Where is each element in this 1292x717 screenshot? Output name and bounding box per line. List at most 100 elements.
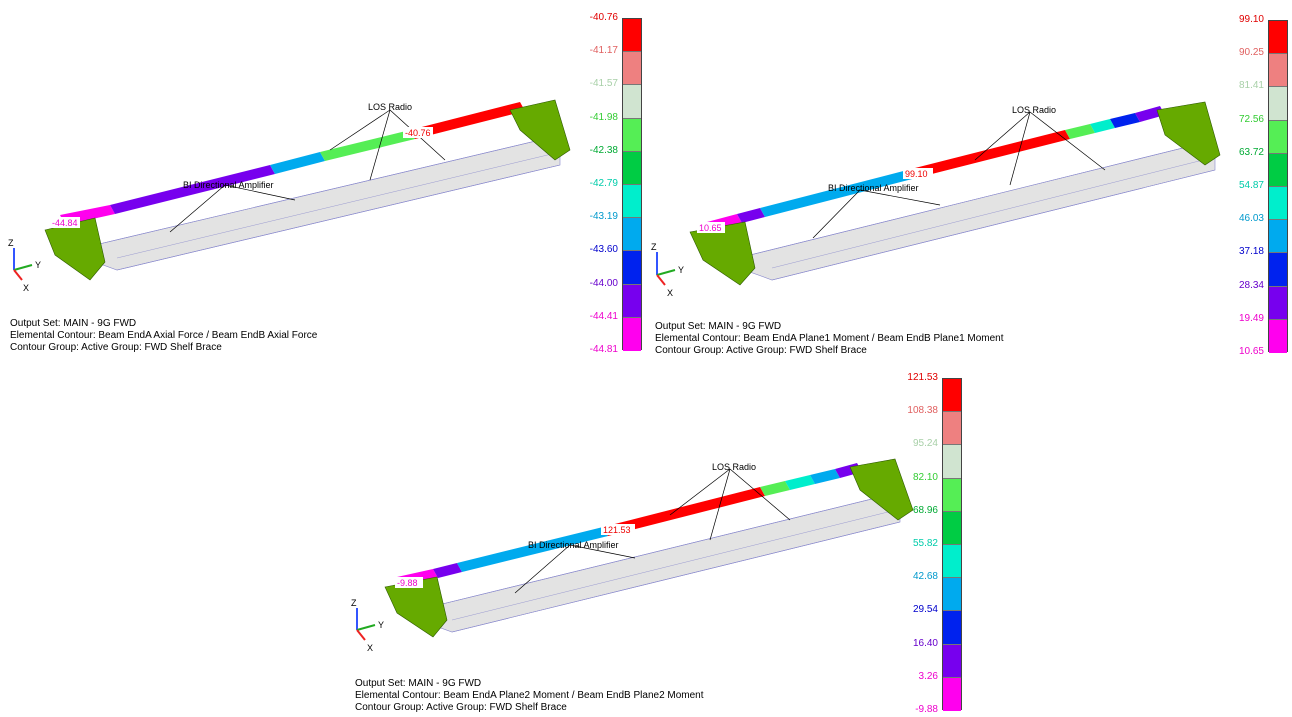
caption-group: Contour Group: Active Group: FWD Shelf B… bbox=[10, 342, 222, 353]
panel-plane1-moment: LOS Radio BI Directional Amplifier 99.10… bbox=[645, 0, 1292, 360]
legend-value-label: -40.76 bbox=[589, 12, 618, 23]
contour-segment bbox=[915, 130, 1070, 177]
contour-segment bbox=[603, 487, 765, 536]
legend-value-label: -41.17 bbox=[589, 45, 618, 57]
end-frame-left bbox=[44, 217, 106, 281]
legend-color-cell bbox=[623, 284, 641, 318]
legend-value-label: 82.10 bbox=[912, 471, 938, 483]
legend-value-label: -44.41 bbox=[589, 310, 618, 322]
max-value-tag: -40.76 bbox=[405, 128, 431, 138]
legend-color-cell bbox=[623, 151, 641, 185]
legend-value-label: 37.18 bbox=[1238, 246, 1264, 258]
legend-color-cell bbox=[943, 544, 961, 579]
legend-color-cell bbox=[943, 644, 961, 678]
contour-segment bbox=[1065, 124, 1095, 139]
caption-contour: Elemental Contour: Beam EndA Plane2 Mome… bbox=[355, 690, 704, 701]
contour-segment bbox=[760, 481, 790, 496]
contour-segment bbox=[1090, 119, 1115, 133]
legend-value-label: 81.41 bbox=[1238, 80, 1264, 92]
contour-segment bbox=[457, 527, 608, 572]
contour-segment bbox=[785, 475, 815, 490]
legend-color-cell bbox=[623, 218, 641, 252]
svg-text:Y: Y bbox=[35, 260, 41, 270]
axis-triad: Z Y X bbox=[8, 238, 41, 293]
min-value-tag: -44.84 bbox=[52, 218, 78, 228]
legend-value-label: 42.68 bbox=[912, 571, 938, 583]
contour-segment bbox=[760, 168, 920, 217]
legend-color-cell bbox=[1269, 54, 1287, 88]
caption-output-set: Output Set: MAIN - 9G FWD bbox=[355, 678, 482, 689]
contour-legend-bar bbox=[1268, 20, 1288, 353]
legend-value-label: -44.81 bbox=[589, 344, 618, 355]
legend-color-cell bbox=[623, 52, 641, 86]
panel-plane2-moment: LOS Radio BI Directional Amplifier 121.5… bbox=[345, 365, 995, 717]
caption-group: Contour Group: Active Group: FWD Shelf B… bbox=[655, 345, 867, 356]
legend-value-label: -41.98 bbox=[589, 111, 618, 123]
legend-value-label: 10.65 bbox=[1238, 346, 1264, 357]
legend-value-label: 90.25 bbox=[1238, 47, 1264, 59]
output-caption: Output Set: MAIN - 9G FWD Elemental Cont… bbox=[655, 321, 1004, 357]
legend-value-label: 72.56 bbox=[1238, 113, 1264, 125]
svg-text:Z: Z bbox=[651, 242, 657, 252]
legend-color-cell bbox=[1269, 87, 1287, 121]
max-value-tag: 99.10 bbox=[905, 169, 928, 179]
label-bda: BI Directional Amplifier bbox=[528, 540, 619, 550]
contour-segment bbox=[1110, 113, 1140, 128]
legend-value-label: 55.82 bbox=[912, 538, 938, 549]
legend-value-label: 29.54 bbox=[912, 604, 938, 616]
legend-value-label: 3.26 bbox=[918, 670, 938, 682]
svg-text:X: X bbox=[23, 283, 29, 293]
fe-model-view: LOS Radio BI Directional Amplifier 121.5… bbox=[351, 458, 914, 653]
contour-segment bbox=[270, 152, 325, 174]
legend-value-label: -43.60 bbox=[589, 244, 618, 256]
caption-contour: Elemental Contour: Beam EndA Plane1 Mome… bbox=[655, 333, 1004, 344]
contour-legend-bar bbox=[942, 378, 962, 711]
label-bda: BI Directional Amplifier bbox=[183, 180, 274, 190]
legend-value-label: -42.79 bbox=[589, 178, 618, 189]
legend-value-label: 99.10 bbox=[1238, 14, 1264, 25]
fe-model-view: LOS Radio BI Directional Amplifier 99.10… bbox=[651, 101, 1221, 298]
axis-triad: Z Y X bbox=[351, 598, 384, 653]
min-value-tag: -9.88 bbox=[397, 578, 418, 588]
legend-color-cell bbox=[1269, 253, 1287, 287]
contour-segment bbox=[810, 469, 840, 484]
svg-text:Y: Y bbox=[378, 620, 384, 630]
caption-output-set: Output Set: MAIN - 9G FWD bbox=[655, 321, 782, 332]
caption-contour: Elemental Contour: Beam EndA Axial Force… bbox=[10, 330, 318, 341]
output-caption: Output Set: MAIN - 9G FWD Elemental Cont… bbox=[355, 678, 704, 714]
svg-text:Z: Z bbox=[351, 598, 357, 608]
svg-text:Y: Y bbox=[678, 265, 684, 275]
contour-segment bbox=[737, 208, 765, 223]
legend-color-cell bbox=[1269, 220, 1287, 254]
contour-segment bbox=[410, 102, 525, 139]
legend-color-cell bbox=[623, 85, 641, 119]
legend-value-label: 68.96 bbox=[912, 504, 938, 516]
end-frame-left bbox=[384, 576, 448, 638]
legend-value-label: -41.57 bbox=[589, 78, 618, 90]
legend-color-cell bbox=[1269, 153, 1287, 187]
legend-value-label: 95.24 bbox=[912, 438, 938, 450]
legend-color-cell bbox=[943, 379, 961, 413]
min-value-tag: 10.65 bbox=[699, 223, 722, 233]
contour-segment bbox=[320, 130, 415, 161]
legend-color-cell bbox=[943, 445, 961, 479]
legend-color-cell bbox=[943, 611, 961, 645]
legend-value-label: 54.87 bbox=[1238, 180, 1264, 191]
legend-color-cell bbox=[1269, 286, 1287, 320]
contour-segment bbox=[433, 563, 462, 578]
legend-value-label: -42.38 bbox=[589, 144, 618, 156]
legend-value-label: -43.19 bbox=[589, 211, 618, 223]
axis-triad: Z Y X bbox=[651, 242, 684, 298]
contour-segment bbox=[110, 165, 275, 214]
legend-color-cell bbox=[623, 184, 641, 219]
panel-axial-force: LOS Radio BI Directional Amplifier -40.7… bbox=[0, 0, 650, 360]
caption-group: Contour Group: Active Group: FWD Shelf B… bbox=[355, 702, 567, 713]
fe-model-view: LOS Radio BI Directional Amplifier -40.7… bbox=[8, 99, 571, 293]
legend-color-cell bbox=[623, 118, 641, 152]
legend-color-cell bbox=[623, 19, 641, 53]
max-value-tag: 121.53 bbox=[603, 525, 631, 535]
legend-color-cell bbox=[943, 412, 961, 446]
output-caption: Output Set: MAIN - 9G FWD Elemental Cont… bbox=[10, 318, 317, 354]
legend-color-cell bbox=[943, 478, 961, 512]
legend-value-label: 28.34 bbox=[1238, 279, 1264, 291]
